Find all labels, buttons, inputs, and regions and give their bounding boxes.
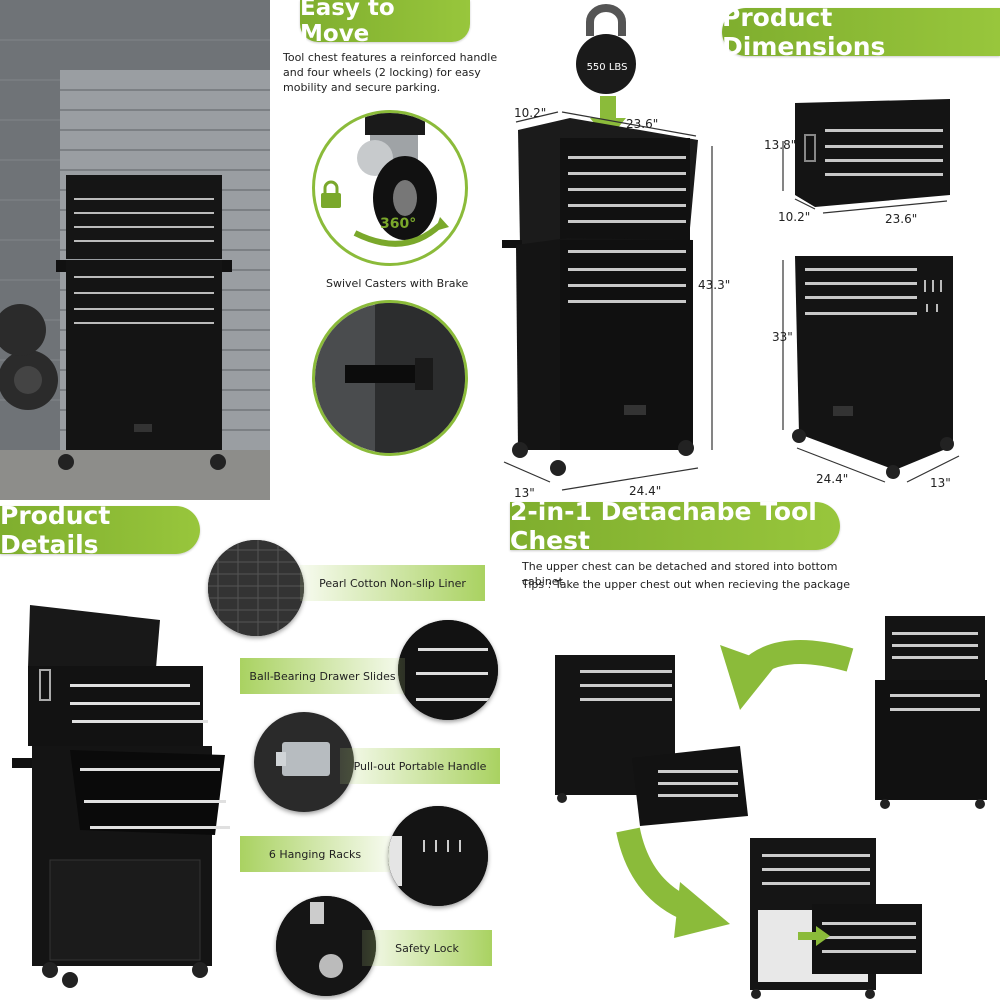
weight-label: 550 LBS [586,62,628,73]
lower-width: 24.4" [816,472,849,486]
upper-height: 13.8" [764,138,797,152]
feature-label-liner: Pearl Cotton Non-slip Liner [319,576,466,590]
liner-image [208,540,304,636]
feature-label-slides: Ball-Bearing Drawer Slides [249,669,396,683]
upper-width: 23.6" [885,212,918,226]
feature-label-racks: 6 Hanging Racks [268,847,362,861]
rotation-label: 360° [380,216,417,232]
lower-height: 33" [772,330,793,344]
product-details-banner: Product Details [0,501,200,559]
feature-row-racks: 6 Hanging Racks [240,836,390,872]
product-dimensions-title: Product Dimensions [722,3,886,61]
full-top-depth: 10.2" [514,106,547,120]
move-description: Tool chest features a reinforced handle … [283,51,498,94]
lock-icon [318,180,344,210]
dimension-upper-chest [775,95,975,230]
detachable-title: 2-in-1 Detachabe Tool Chest [510,497,817,555]
racks-image [388,806,488,906]
lock-image [276,896,376,996]
slides-image [398,620,498,720]
dimension-chest-full [498,100,728,500]
handle-image [254,712,354,812]
feature-row-handle: Pull-out Portable Handle [340,748,500,784]
easy-to-move-title: Easy to Move [300,0,395,47]
dimension-lower-cabinet [775,250,990,485]
full-height: 43.3" [698,278,731,292]
feature-row-liner: Pearl Cotton Non-slip Liner [300,565,485,601]
detachable-line2: Tips : Take the upper chest out when rec… [522,578,850,591]
detach-sequence [540,610,1000,1000]
feature-row-lock: Safety Lock [362,930,492,966]
caster-label: Swivel Casters with Brake [326,277,469,290]
garage-photo [0,0,270,500]
product-dimensions-banner: Product Dimensions [722,3,1000,61]
lower-depth: 13" [930,476,951,490]
detachable-line1: The upper chest can be detached and stor… [522,560,838,588]
feature-label-lock: Safety Lock [395,941,459,955]
product-details-title: Product Details [0,501,111,559]
upper-depth: 10.2" [778,210,811,224]
feature-row-slides: Ball-Bearing Drawer Slides [240,658,405,694]
full-top-width: 23.6" [626,117,659,131]
detachable-banner: 2-in-1 Detachabe Tool Chest [510,497,840,555]
handle-circle [312,300,468,456]
full-bottom-depth: 13" [514,486,535,500]
kettlebell-icon [572,4,640,96]
easy-to-move-banner: Easy to Move [300,0,470,47]
detail-chest-open [10,600,240,995]
full-bottom-width: 24.4" [629,484,662,498]
feature-label-handle: Pull-out Portable Handle [353,759,487,773]
